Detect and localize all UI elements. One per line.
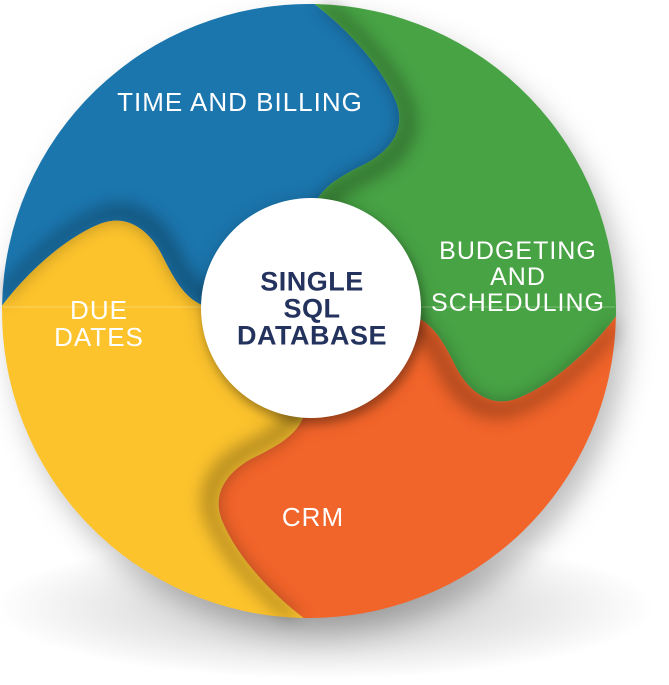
segment-label-time-and-billing: TIME AND BILLING: [117, 87, 363, 117]
cycle-wheel: [2, 4, 616, 618]
segment-label-crm: CRM: [281, 502, 345, 532]
segment-label-due-dates: DUE DATES: [54, 295, 144, 352]
center-circle: [201, 198, 421, 418]
center-label: SINGLE SQL DATABASE: [237, 266, 387, 351]
segment-label-budgeting-and-scheduling: BUDGETING AND SCHEDULING: [431, 237, 605, 317]
